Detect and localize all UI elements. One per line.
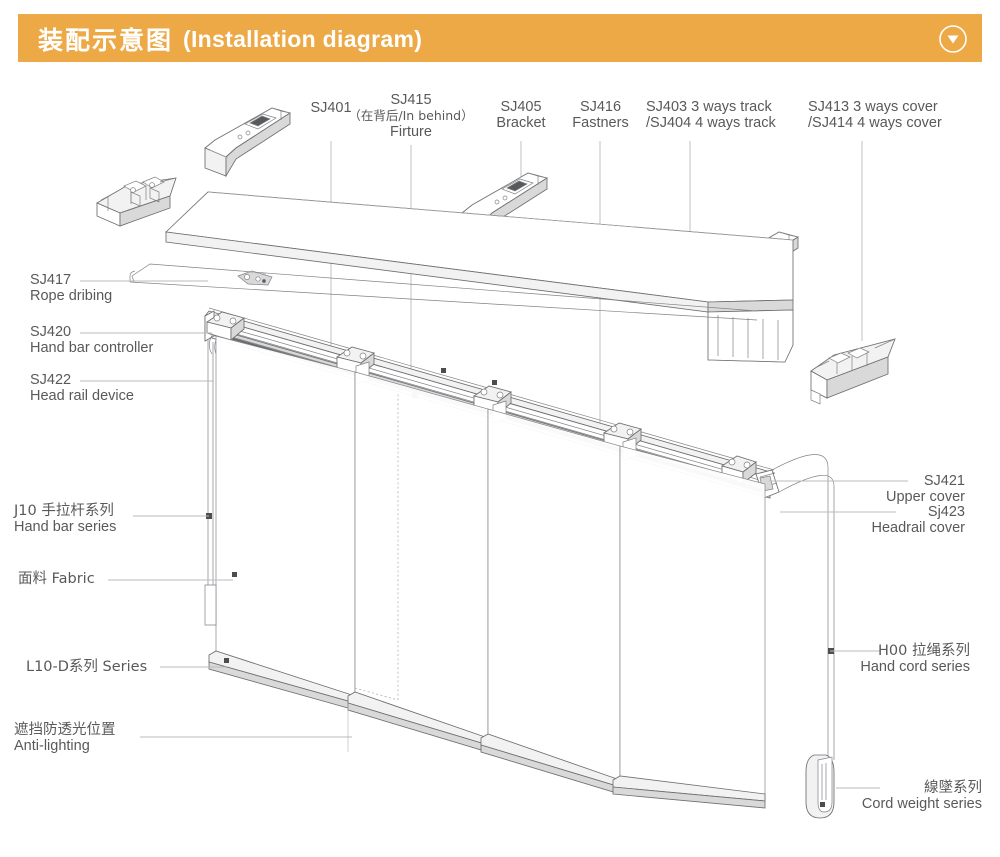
label-fabric: 面料 Fabric xyxy=(18,571,95,587)
label-anti-lighting: 遮挡防透光位置 Anti-lighting xyxy=(14,722,116,754)
part-sj401-bracket xyxy=(204,107,292,178)
label-sj415: SJ415 （在背后/In behind） Firture xyxy=(348,92,474,140)
fabric-panels xyxy=(208,335,766,809)
page-title: 装配示意图 (Installation diagram) xyxy=(38,20,422,58)
label-h00-hand-cord-series: H00 拉绳系列 Hand cord series xyxy=(860,643,970,675)
label-j10-hand-bar-series: J10 手拉杆系列 Hand bar series xyxy=(14,503,117,535)
page-title-en: (Installation diagram) xyxy=(183,25,423,52)
chevron-down-circle-icon[interactable] xyxy=(938,24,968,54)
header-bar xyxy=(18,14,982,62)
label-sj401: SJ401 xyxy=(310,100,352,116)
label-sj420: SJ420 Hand bar controller xyxy=(30,324,154,356)
label-sj413-sj414: SJ413 3 ways cover /SJ414 4 ways cover xyxy=(808,99,942,131)
part-hand-bar xyxy=(204,340,217,626)
label-sj421: SJ421 Upper cover xyxy=(886,473,965,505)
left-leader-lines xyxy=(80,280,352,738)
label-sj416: SJ416 Fastners xyxy=(572,99,629,131)
part-sj413-sj414-cover xyxy=(810,338,896,405)
label-sj423: Sj423 Headrail cover xyxy=(871,504,966,536)
part-hand-cord xyxy=(771,454,835,819)
label-cord-weight-series: 線墜系列 Cord weight series xyxy=(861,780,982,812)
label-sj403-sj404: SJ403 3 ways track /SJ404 4 ways track xyxy=(646,99,776,131)
part-sj417-rope-dribing xyxy=(129,263,758,321)
label-sj417: SJ417 Rope dribing xyxy=(30,272,113,304)
label-sj405: SJ405 Bracket xyxy=(496,99,546,131)
label-l10d-series: L10-D系列 Series xyxy=(26,659,148,675)
part-cord-weight xyxy=(805,754,835,819)
part-sj401-carrier xyxy=(96,176,177,227)
page-title-cn: 装配示意图 xyxy=(38,26,174,55)
label-sj422: SJ422 Head rail device xyxy=(30,372,134,404)
right-leader-lines xyxy=(769,480,908,789)
